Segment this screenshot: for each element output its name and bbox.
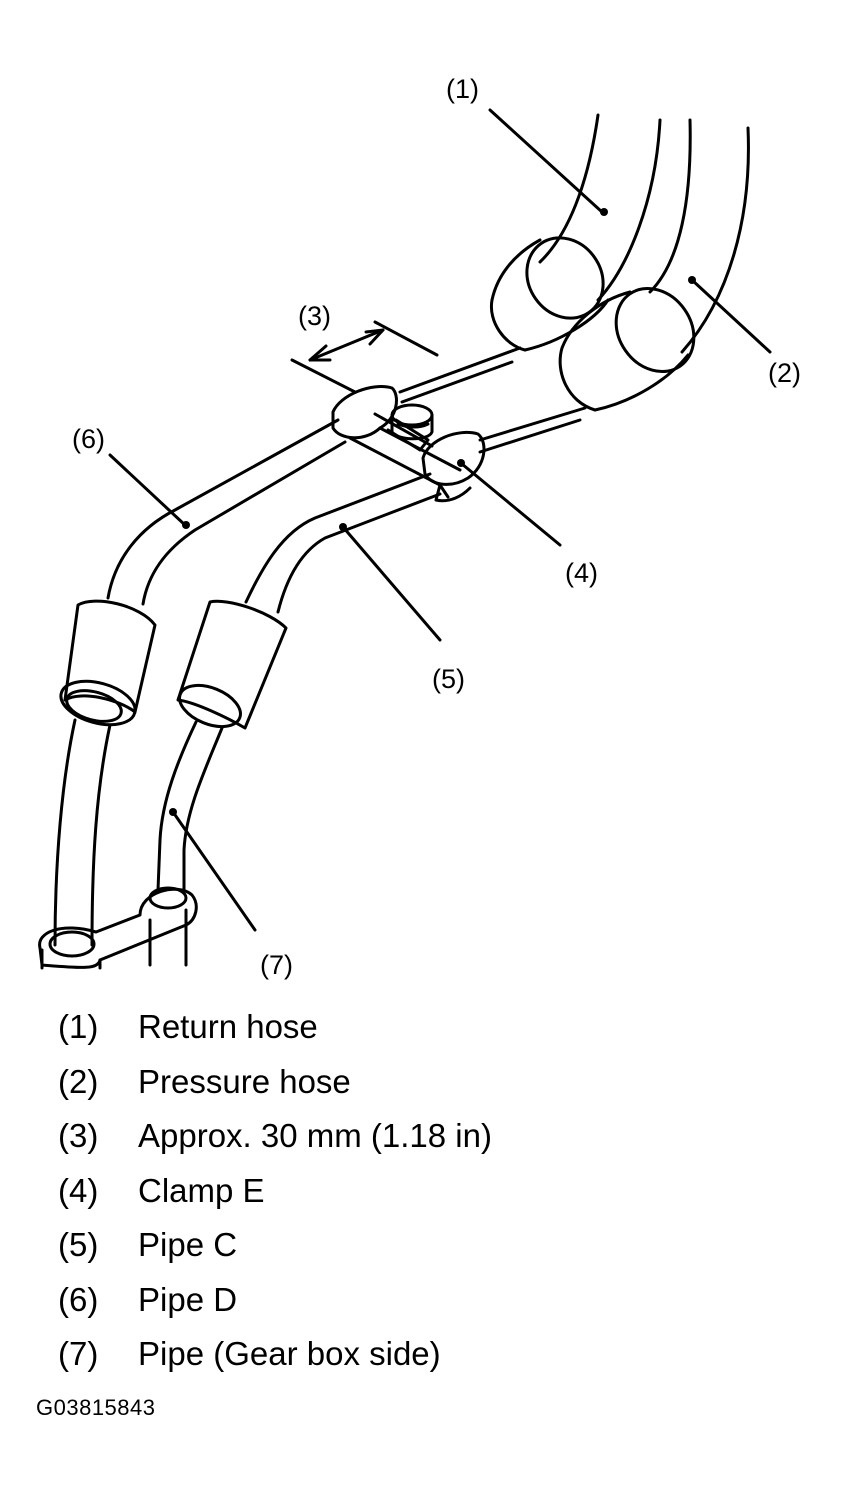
legend-number: (5) — [58, 1226, 99, 1263]
pipe-bracket — [38, 886, 198, 970]
callout-3: (3) — [298, 301, 331, 331]
callout-6: (6) — [72, 424, 105, 454]
legend-label: Pipe (Gear box side) — [138, 1335, 441, 1372]
legend-item: (7) Pipe (Gear box side) — [58, 1327, 818, 1382]
legend-number: (3) — [58, 1117, 99, 1154]
callout-4: (4) — [565, 558, 598, 588]
hose-routing-diagram: (1) (2) (3) (4) (5) (6) (7) — [38, 74, 801, 980]
dimension-arrow — [290, 320, 439, 394]
callout-5: (5) — [432, 664, 465, 694]
legend: (1) Return hose (2) Pressure hose (3) Ap… — [58, 1000, 818, 1382]
legend-item: (1) Return hose — [58, 1000, 818, 1055]
legend-label: Pressure hose — [138, 1062, 351, 1100]
leader-lines — [108, 108, 772, 932]
legend-number: (1) — [58, 1008, 99, 1045]
legend-label: Pipe C — [138, 1226, 238, 1263]
callout-7: (7) — [260, 950, 293, 980]
legend-item: (3) Approx. 30 mm (1.18 in) — [58, 1109, 818, 1164]
pipe-d-fitting — [53, 599, 157, 947]
legend-item: (2) Pressure hose — [58, 1055, 818, 1110]
figure-code: G03815843 — [36, 1395, 156, 1420]
pipe-c — [244, 406, 587, 614]
pipe-d — [106, 346, 522, 606]
legend-number: (6) — [58, 1280, 99, 1318]
legend-item: (5) Pipe C — [58, 1218, 818, 1273]
legend-item: (6) Pipe D — [58, 1273, 818, 1328]
legend-number: (2) — [58, 1062, 99, 1100]
legend-number: (4) — [58, 1171, 99, 1209]
callout-1: (1) — [446, 74, 479, 104]
legend-number: (7) — [58, 1335, 99, 1372]
leader-dots — [169, 208, 696, 816]
pressure-hose — [558, 118, 750, 412]
legend-label: Return hose — [138, 1008, 318, 1045]
callout-2: (2) — [768, 358, 801, 388]
legend-label: Clamp E — [138, 1171, 265, 1209]
legend-label: Approx. 30 mm (1.18 in) — [138, 1117, 492, 1154]
legend-label: Pipe D — [138, 1280, 238, 1318]
return-hose — [489, 113, 662, 352]
pipe-gear-box-side — [148, 599, 288, 967]
bolt-icon — [390, 403, 434, 441]
legend-item: (4) Clamp E — [58, 1164, 818, 1219]
